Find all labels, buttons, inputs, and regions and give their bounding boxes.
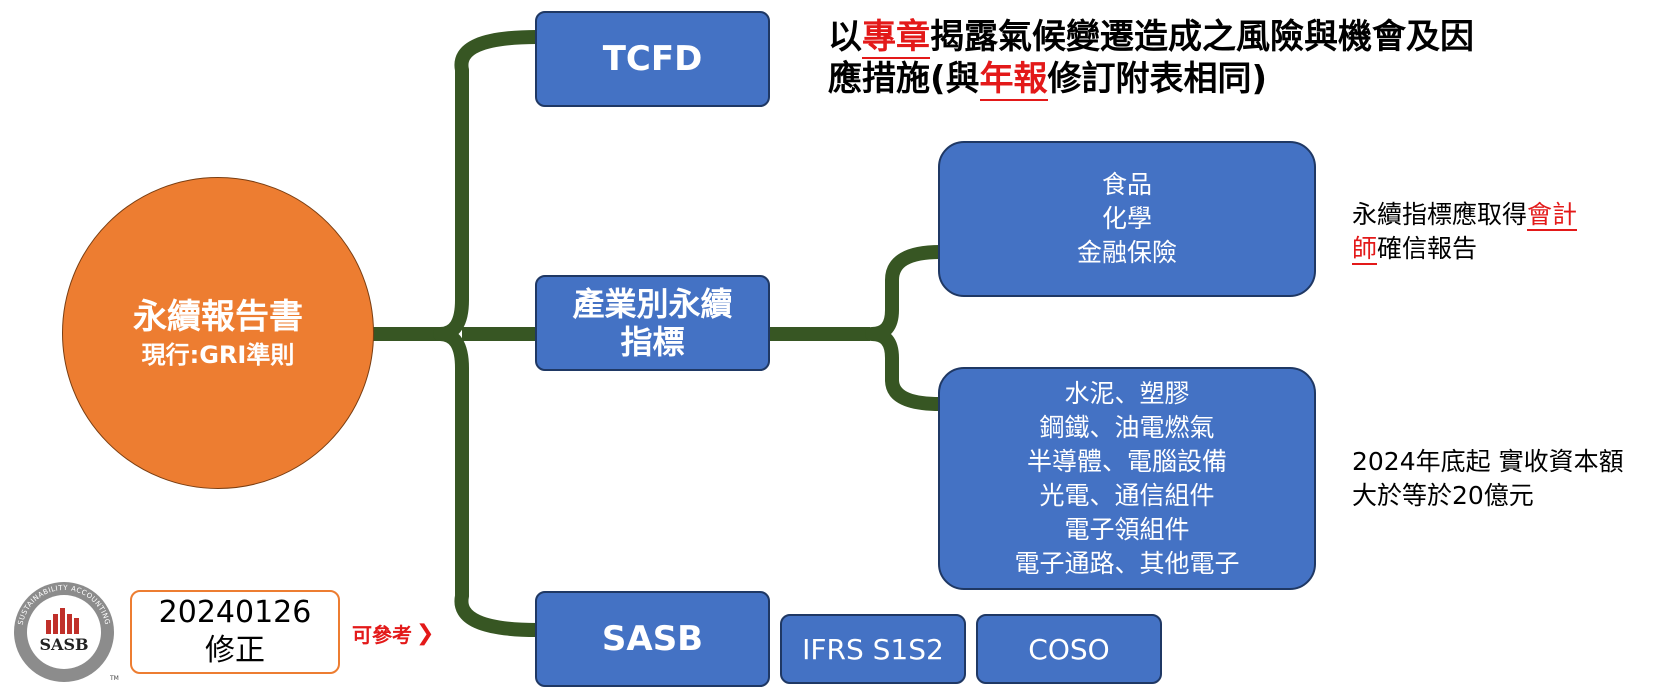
capital-note-line1: 2024年底起 實收資本額	[1352, 447, 1624, 476]
group1-item: 化學	[1101, 204, 1152, 233]
sasb-label: SASB	[601, 619, 704, 659]
groups-bracket	[865, 245, 941, 411]
group2-item: 電子領組件	[1064, 514, 1190, 544]
center-subtitle: 現行:GRI準則	[141, 341, 295, 369]
chevron-right-icon: ❯	[416, 620, 435, 646]
group2-item: 鋼鐵、油電燃氣	[1039, 412, 1215, 442]
group1-item: 金融保險	[1076, 238, 1177, 267]
capital-note-line2: 大於等於20億元	[1352, 481, 1534, 510]
ifrs-label: IFRS S1S2	[802, 632, 944, 666]
tcfd-note-part: 修訂附表相同)	[1047, 59, 1268, 99]
sasb-logo-tm: TM	[109, 675, 119, 682]
group2-item: 半導體、電腦設備	[1026, 446, 1227, 476]
tcfd-note-part: 以	[828, 17, 862, 57]
coso-box: COSO	[976, 614, 1162, 684]
tcfd-label: TCFD	[602, 39, 703, 79]
revision-date-box: 20240126 修正	[130, 590, 340, 674]
sasb-box: SASB	[535, 591, 770, 687]
tcfd-note: 以專章揭露氣候變遷造成之風險與機會及因 應措施(與年報修訂附表相同)	[828, 16, 1568, 101]
assurance-text: 永續指標應取得	[1352, 200, 1528, 229]
revision-label: 修正	[205, 633, 265, 668]
industry-group-1-box: 食品 化學 金融保險	[938, 141, 1316, 297]
industry-indicators-box: 產業別永續 指標	[535, 275, 770, 371]
industry-line2: 指標	[620, 323, 685, 361]
group2-item: 光電、通信組件	[1039, 480, 1215, 510]
assurance-highlight-cpa-cont: 師	[1352, 234, 1378, 265]
assurance-text: 確信報告	[1377, 234, 1478, 263]
tcfd-box: TCFD	[535, 11, 770, 107]
tcfd-note-highlight-chapter: 專章	[862, 17, 930, 59]
sustainability-report-circle: 永續報告書 現行:GRI準則	[62, 177, 374, 489]
group1-item: 食品	[1101, 170, 1152, 199]
sasb-logo: SUSTAINABILITY ACCOUNTING STANDARDS BOAR…	[14, 582, 119, 682]
assurance-note: 永續指標應取得會計 師確信報告	[1352, 198, 1642, 266]
reference-text: 可參考	[352, 622, 412, 647]
industry-group-2-box: 水泥、塑膠 鋼鐵、油電燃氣 半導體、電腦設備 光電、通信組件 電子領組件 電子通…	[938, 367, 1316, 590]
ifrs-box: IFRS S1S2	[780, 614, 966, 684]
revision-date: 20240126	[158, 595, 312, 630]
industry-line1: 產業別永續	[572, 285, 733, 323]
group2-item: 電子通路、其他電子	[1014, 548, 1240, 578]
capital-note: 2024年底起 實收資本額 大於等於20億元	[1352, 445, 1662, 513]
assurance-highlight-cpa: 會計	[1527, 200, 1578, 231]
reference-label: 可參考 ❯	[352, 618, 434, 648]
tcfd-note-part: 揭露氣候變遷造成之風險與機會及因	[930, 17, 1474, 57]
main-bracket	[433, 30, 538, 637]
center-title: 永續報告書	[133, 297, 303, 337]
sasb-logo-wordmark: SASB	[39, 635, 88, 654]
group2-item: 水泥、塑膠	[1064, 378, 1190, 408]
coso-label: COSO	[1028, 632, 1110, 666]
tcfd-note-highlight-annual-report: 年報	[979, 59, 1048, 101]
tcfd-note-part: 應措施(與	[828, 59, 980, 99]
